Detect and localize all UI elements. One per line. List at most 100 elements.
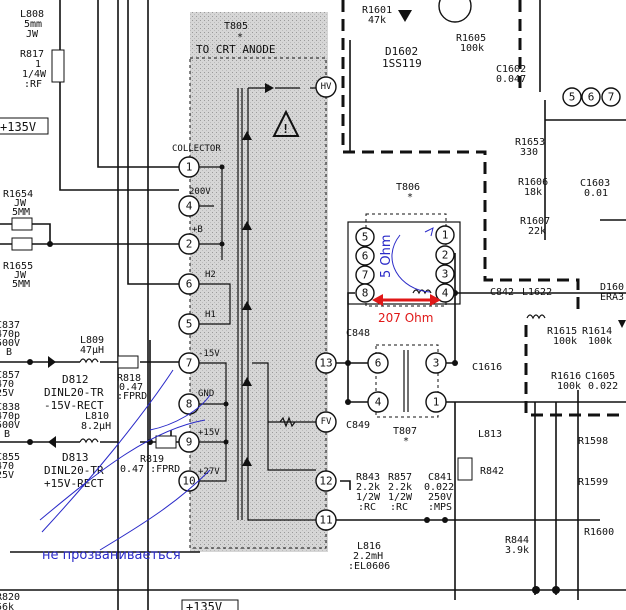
pin-hv: HV <box>315 76 337 98</box>
c855-voltage: 25V <box>0 470 14 481</box>
d812-part: DINL20-TR <box>44 386 104 399</box>
pin-number: 4 <box>375 396 382 409</box>
svg-text:!: ! <box>282 122 289 136</box>
r1654-type: JW <box>14 198 27 209</box>
r857-value: 2.2k <box>388 482 412 493</box>
pin-number: 12 <box>319 475 332 488</box>
pin-number: HV <box>321 82 332 92</box>
diode-icon <box>242 457 252 466</box>
annotation-5-ohm: 5 Ohm <box>379 234 394 278</box>
resistor-icon <box>11 217 33 231</box>
pin-number: 5 <box>569 91 576 104</box>
pin-label-200v: 200V <box>189 187 211 197</box>
c1603-label: C1603 <box>580 178 610 189</box>
pin-number: 6 <box>588 91 595 104</box>
l816-label: L816 <box>357 541 381 552</box>
c1602-label: C1602 <box>496 64 526 75</box>
c1616-label: C1616 <box>472 362 502 373</box>
c841-label: C841 <box>428 472 452 483</box>
r1615-value: 100k <box>553 336 577 347</box>
t807-star: * <box>403 436 409 447</box>
l810-value: 8.2μH <box>81 421 111 432</box>
diode-icon <box>242 377 252 386</box>
pin-number: 7 <box>362 269 369 282</box>
pin-number: 8 <box>362 287 369 300</box>
t807-label: T807 <box>393 426 417 437</box>
fuse-resistor-icon <box>51 49 65 83</box>
pin-label-gnd: GND <box>198 389 214 399</box>
r844-label: R844 <box>505 535 529 546</box>
r857-label: R857 <box>388 472 412 483</box>
pin-11: 11 <box>315 509 337 531</box>
pin-number: 3 <box>442 268 449 281</box>
c857-label: C857 <box>0 370 20 381</box>
r818-label: R818 <box>117 373 141 384</box>
c837-type: B <box>6 347 12 358</box>
pin-number: FV <box>321 417 332 427</box>
resistor-icon <box>457 457 473 481</box>
pin-number: 6 <box>186 278 193 291</box>
component-symbols <box>11 0 626 481</box>
t806-transformer: T806 * 5 6 7 8 1 2 3 4 <box>347 182 461 307</box>
r1655-type: JW <box>14 270 27 281</box>
c837-label: C837 <box>0 320 20 331</box>
c841-type: :MPS <box>428 502 452 513</box>
pin-number: 11 <box>319 514 332 527</box>
pin-number: 9 <box>186 436 193 449</box>
t805-star: * <box>237 32 243 43</box>
t806-star: * <box>407 192 413 203</box>
r820-label: R820 <box>0 592 20 603</box>
r817-type: :RF <box>24 79 42 90</box>
pin-1: 1 <box>178 156 200 178</box>
pin-label-h2: H2 <box>205 270 216 280</box>
r1616-label: R1616 <box>551 371 581 382</box>
pin-number: 6 <box>375 357 382 370</box>
d813-label: D813 <box>62 451 89 464</box>
r1606-value: 18k <box>524 187 542 198</box>
t805-subtitle: TO CRT ANODE <box>196 43 275 56</box>
pin-number: 5 <box>186 318 193 331</box>
c849-label: C849 <box>346 420 370 431</box>
d813-function: +15V-RECT <box>44 477 104 490</box>
c1603-value: 0.01 <box>584 188 608 199</box>
pin-number: 1 <box>442 229 449 242</box>
r1605-label: R1605 <box>456 33 486 44</box>
pin-6: 6 <box>178 273 200 295</box>
pin-5: 5 <box>178 313 200 335</box>
pin-label-h1: H1 <box>205 310 216 320</box>
l1622-label: L1622 <box>522 287 552 298</box>
l808-type: JW <box>26 29 39 40</box>
r843-label: R843 <box>356 472 380 483</box>
l813-label: L813 <box>478 429 502 440</box>
pin-4: 4 <box>178 195 200 217</box>
r1615-label: R1615 <box>547 326 577 337</box>
r818-type: :FPRD <box>117 391 147 402</box>
pin-10: 10 <box>178 470 200 492</box>
r842-label: R842 <box>480 466 504 477</box>
annotation-not-ringing: не прозваниваеться <box>42 548 181 563</box>
r1616-value: 100k <box>557 381 581 392</box>
measurement-double-arrow <box>372 294 441 306</box>
diode-icon <box>242 131 252 140</box>
transistor-icon <box>438 0 472 23</box>
r1655-value: 5MM <box>12 279 30 290</box>
t806-label: T806 <box>396 182 420 193</box>
r1654-value: 5MM <box>12 207 30 218</box>
shield-boundary <box>341 0 580 312</box>
right-component-labels: C842 L1622 D160 ERA3 R1615 100k R1614 10… <box>346 282 624 572</box>
pin-number: 1 <box>433 396 440 409</box>
pin-number: 4 <box>186 200 193 213</box>
r1614-label: R1614 <box>582 326 612 337</box>
r1599-label: R1599 <box>578 477 608 488</box>
c1605-label: C1605 <box>585 371 615 382</box>
pin-2: 2 <box>178 233 200 255</box>
pin-number: 2 <box>186 238 193 251</box>
r819-label: R819 <box>140 454 164 465</box>
l808-label: L808 <box>20 9 44 20</box>
diode-icon <box>48 356 56 368</box>
annotation-arrows <box>39 369 211 551</box>
r857-power: 1/2W <box>388 492 413 503</box>
supply-135v-bottom-label: +135V <box>186 600 222 610</box>
pin-number: 6 <box>362 250 369 263</box>
